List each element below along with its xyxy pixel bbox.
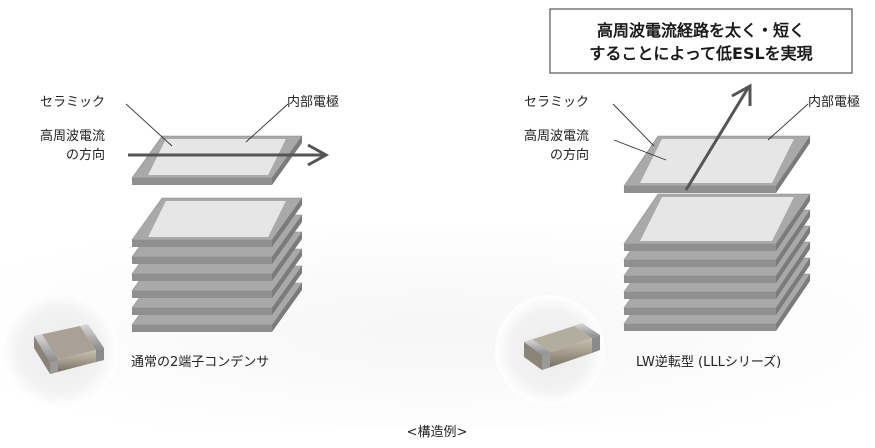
structure-caption: <構造例> <box>407 425 468 440</box>
right-layer-stack <box>623 135 811 331</box>
right-ceramic-leader <box>612 103 655 147</box>
right-note-line1: 高周波電流経路を太く・短く <box>597 21 805 40</box>
left-current-label-line2: の方向 <box>66 147 105 163</box>
right-stack-top-plate <box>623 135 811 193</box>
left-product-label: 通常の2端子コンデンサ <box>131 354 269 370</box>
right-chip-photo <box>524 323 600 370</box>
left-chip-photo <box>34 324 104 374</box>
left-ceramic-leader <box>125 103 173 147</box>
right-note-box <box>549 8 853 74</box>
left-stack-plate-1 <box>131 197 303 247</box>
left-arrow-head <box>307 143 330 167</box>
right-current-label-line1: 高周波電流 <box>524 128 589 144</box>
left-current-label-line1: 高周波電流 <box>40 128 105 144</box>
right-current-leader <box>613 139 667 161</box>
right-ceramic-label: セラミック <box>524 95 589 110</box>
right-current-label-line2: の方向 <box>550 147 589 163</box>
right-electrode-label: 内部電極 <box>808 94 860 110</box>
right-note-line2: することによって低ESLを実現 <box>589 44 812 63</box>
left-electrode-label: 内部電極 <box>287 94 339 110</box>
right-electrode-leader <box>767 103 809 141</box>
left-layer-stack <box>131 135 303 332</box>
right-current-arrow <box>684 87 750 191</box>
right-stack-plate-1 <box>623 193 811 251</box>
left-ceramic-label: セラミック <box>40 95 105 110</box>
left-stack-top-plate <box>131 135 303 185</box>
left-electrode-leader <box>245 103 289 143</box>
right-product-label: LW逆転型 (LLLシリーズ) <box>636 354 781 370</box>
right-arrow-head <box>731 83 752 106</box>
